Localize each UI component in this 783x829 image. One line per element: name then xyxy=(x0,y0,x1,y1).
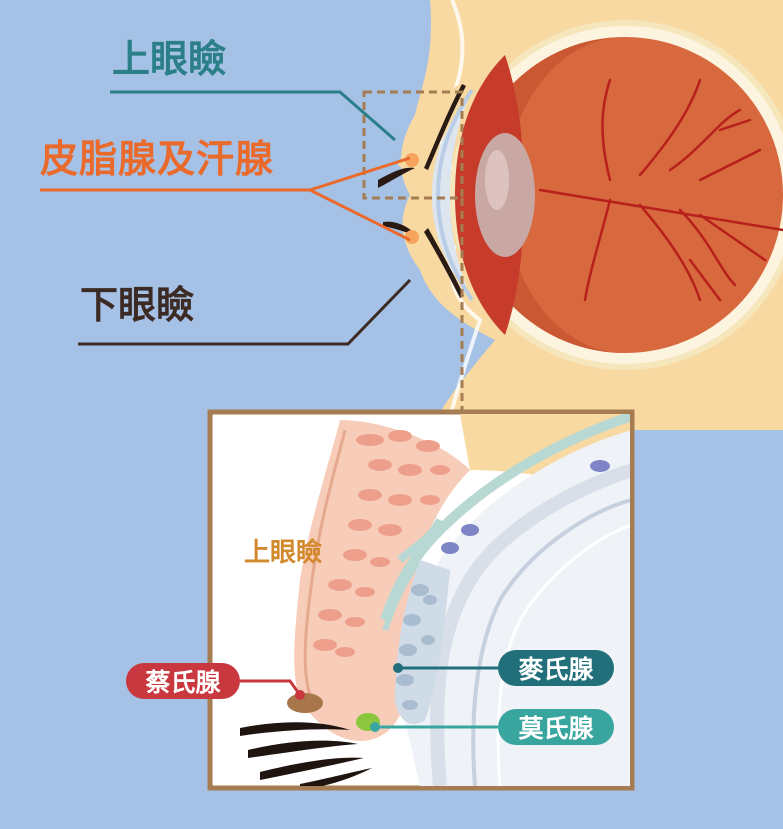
inset-artwork xyxy=(240,414,630,786)
eyelashes xyxy=(378,84,466,298)
inset-sclera xyxy=(403,430,630,786)
skin-highlight-lower xyxy=(448,244,483,411)
lower-eyelid-leader xyxy=(78,278,412,346)
moll-gland-label: 麥氏腺 xyxy=(498,650,614,686)
cornea xyxy=(432,95,470,295)
eyeball xyxy=(467,37,783,353)
inset-upper-eyelid-label: 上眼瞼 xyxy=(244,538,323,568)
zeis-gland-label: 蔡氏腺 xyxy=(126,663,240,699)
meibomian-gland-label: 莫氏腺 xyxy=(498,709,614,745)
lens-highlight xyxy=(485,150,509,210)
glands-leader xyxy=(40,156,411,242)
gland-dot-upper xyxy=(405,153,419,167)
cornea-edge xyxy=(435,88,474,302)
inset-muscle xyxy=(313,430,450,657)
zeis-gland-shape xyxy=(287,693,323,713)
inset-conjunctiva xyxy=(380,414,630,622)
upper-eyelid-label: 上眼瞼 xyxy=(112,37,227,81)
sebaceous-sweat-glands-label: 皮脂腺及汗腺 xyxy=(40,137,275,181)
lower-eyelid-label: 下眼瞼 xyxy=(80,283,195,327)
blood-vessels xyxy=(538,78,783,302)
upper-eyelid-leader xyxy=(110,90,396,142)
inset-eyelashes xyxy=(240,722,372,786)
upper-eyelid-shape xyxy=(398,82,465,170)
zoom-box xyxy=(362,90,464,200)
